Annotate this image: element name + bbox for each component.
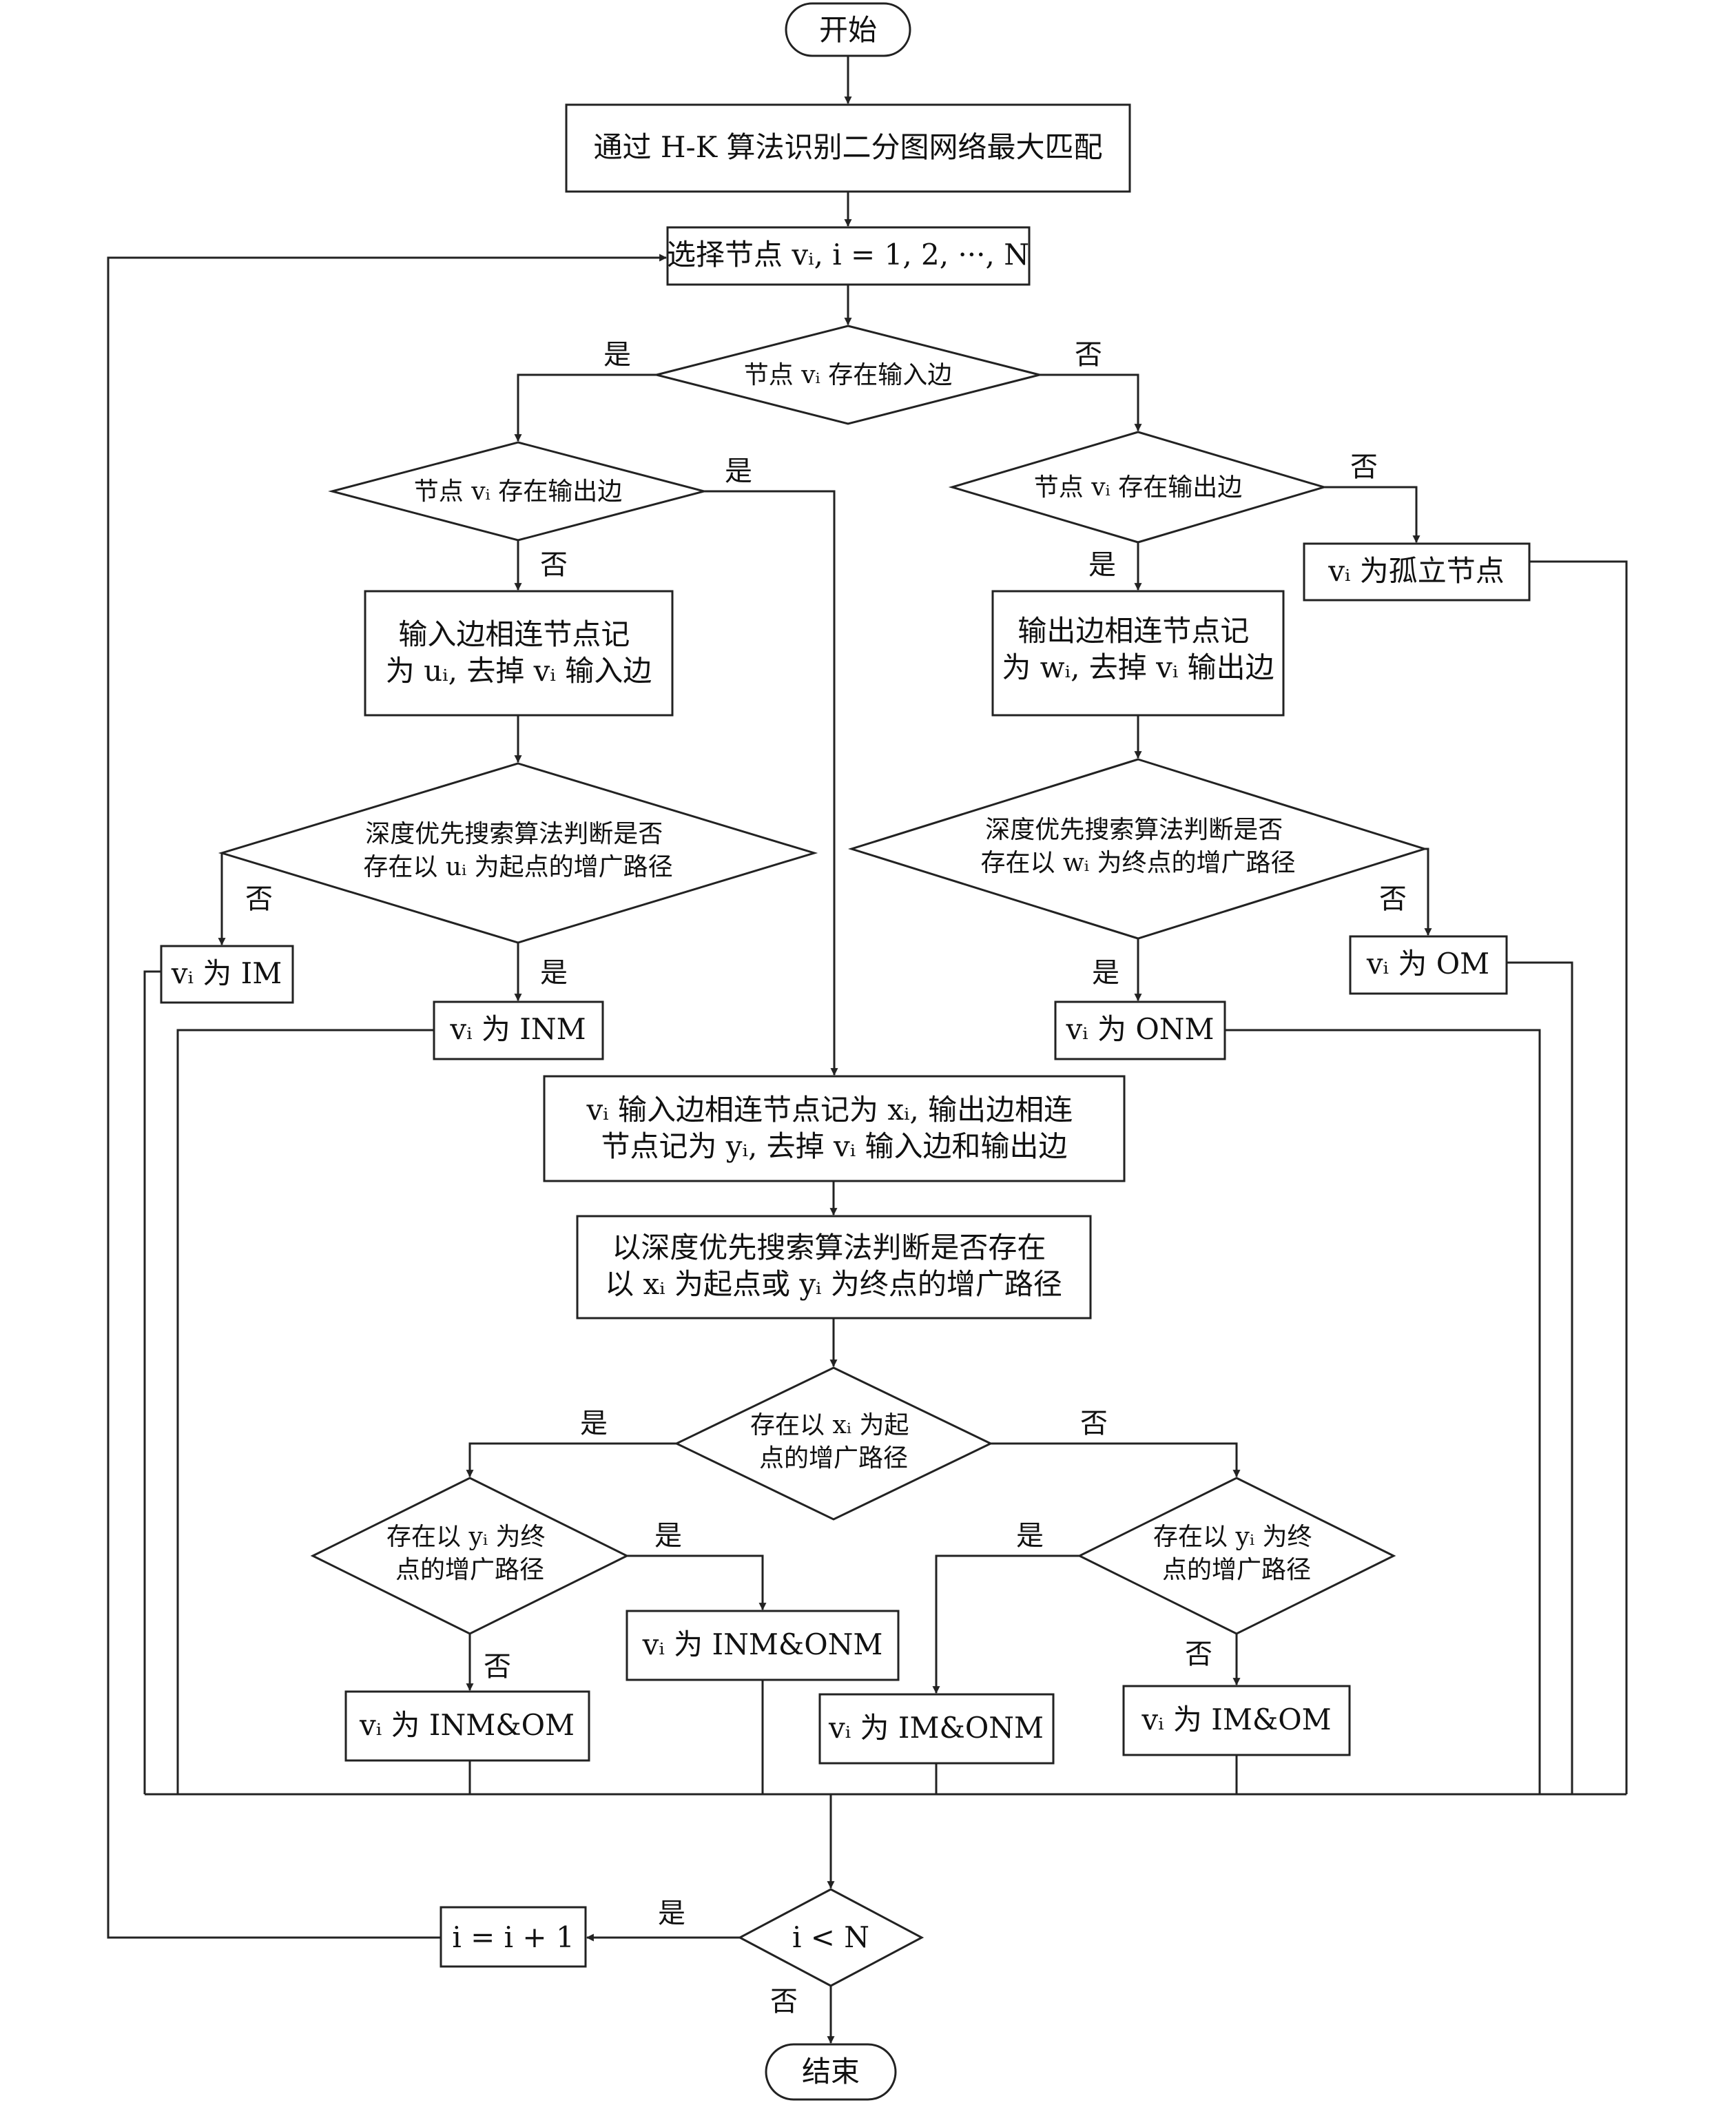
select-node-box <box>666 226 1031 286</box>
decision-y-path-left-text: 存在以 yᵢ 为终 点的增广路径 <box>386 1523 553 1584</box>
increment-text: i = i + 1 <box>452 1920 574 1954</box>
decision-dfs-w-text: 深度优先搜索算法判断是否 存在以 wᵢ 为终点的增广路径 <box>981 816 1296 877</box>
label-no-y-right: 否 <box>1185 1639 1212 1670</box>
label-no-dfs-w: 否 <box>1379 883 1407 915</box>
dfs-both-text: 以深度优先搜索算法判断是否存在 以 xᵢ 为起点或 yᵢ 为终点的增广路径 <box>605 1231 1062 1301</box>
result-im-onm-box <box>818 1693 1055 1765</box>
decision-x-path <box>674 1366 993 1521</box>
decision-x-path-text: 存在以 xᵢ 为起 点的增广路径 <box>750 1411 917 1472</box>
label-no-y-left: 否 <box>484 1651 511 1683</box>
result-im-onm-text: vᵢ 为 IM&ONM <box>828 1711 1044 1745</box>
result-inm-onm-box <box>626 1610 900 1681</box>
input-process-box <box>364 590 674 717</box>
decision-has-output-edge-left-text: 节点 vᵢ 存在输出边 <box>414 478 622 506</box>
decision-has-output-edge-right-text: 节点 vᵢ 存在输出边 <box>1034 473 1242 502</box>
label-yes-dfs-w: 是 <box>1092 957 1119 989</box>
label-yes-dfs-u: 是 <box>540 957 568 989</box>
result-onm-box <box>1054 1000 1226 1060</box>
label-no-i-less-n: 否 <box>770 1986 798 2017</box>
label-yes-i-less-n: 是 <box>658 1898 685 1929</box>
decision-has-input-edge <box>656 325 1040 425</box>
label-no-output-left: 否 <box>540 549 568 581</box>
result-onm-text: vᵢ 为 ONM <box>1065 1012 1214 1046</box>
end-terminal <box>765 2043 897 2101</box>
label-yes-y-right: 是 <box>1016 1520 1044 1552</box>
dfs-both-box <box>576 1215 1092 1320</box>
result-im-om-box <box>1122 1685 1351 1756</box>
label-no-output-right: 否 <box>1350 451 1378 483</box>
hk-matching-box <box>565 103 1131 193</box>
result-inm-onm-text: vᵢ 为 INM&ONM <box>642 1627 883 1661</box>
output-process-text: 输出边相连节点记 为 wᵢ, 去掉 vᵢ 输出边 <box>1002 614 1274 684</box>
select-node-text: 选择节点 vᵢ, i = 1, 2, ···, N <box>667 238 1029 271</box>
result-om-text: vᵢ 为 OM <box>1366 947 1489 980</box>
label-yes-y-left: 是 <box>654 1520 682 1552</box>
result-im-om-text: vᵢ 为 IM&OM <box>1141 1703 1331 1736</box>
input-process-text: 输入边相连节点记 为 uᵢ, 去掉 vᵢ 输入边 <box>386 617 652 688</box>
label-yes-x-path: 是 <box>580 1408 608 1439</box>
both-edges-process-text: vᵢ 输入边相连节点记为 xᵢ, 输出边相连 节点记为 yᵢ, 去掉 vᵢ 输入… <box>586 1093 1082 1163</box>
branch-labels: 是 否 是 否 否 是 否 是 否 是 是 否 是 否 是 否 是 否 <box>245 339 1407 2017</box>
decision-has-input-edge-text: 节点 vᵢ 存在输入边 <box>744 361 952 389</box>
label-yes-output-right: 是 <box>1088 549 1116 581</box>
isolated-node-text: vᵢ 为孤立节点 <box>1327 554 1505 588</box>
isolated-node-box <box>1303 542 1531 602</box>
label-yes-output-left: 是 <box>725 455 752 487</box>
result-inm-box <box>433 1000 604 1060</box>
end-text: 结束 <box>802 2055 860 2088</box>
hk-matching-text: 通过 H-K 算法识别二分图网络最大匹配 <box>594 130 1103 164</box>
result-inm-om-text: vᵢ 为 INM&OM <box>359 1708 575 1742</box>
decision-y-path-right-text: 存在以 yᵢ 为终 点的增广路径 <box>1153 1523 1320 1584</box>
connectors <box>107 56 1628 2044</box>
output-process-box <box>991 590 1285 717</box>
label-no-dfs-u: 否 <box>245 883 273 915</box>
start-text: 开始 <box>819 13 877 47</box>
label-no-input: 否 <box>1075 339 1102 371</box>
label-yes-input: 是 <box>603 339 631 371</box>
result-inm-om-box <box>344 1690 590 1762</box>
result-om-box <box>1349 935 1508 995</box>
result-im-text: vᵢ 为 IM <box>171 956 282 990</box>
decision-i-less-than-n-text: i < N <box>792 1920 869 1954</box>
decision-dfs-u-text: 深度优先搜索算法判断是否 存在以 uᵢ 为起点的增广路径 <box>363 820 672 881</box>
label-no-x-path: 否 <box>1080 1408 1108 1439</box>
result-im-box <box>160 945 294 1004</box>
result-inm-text: vᵢ 为 INM <box>449 1012 586 1046</box>
both-edges-process-box <box>543 1075 1126 1182</box>
